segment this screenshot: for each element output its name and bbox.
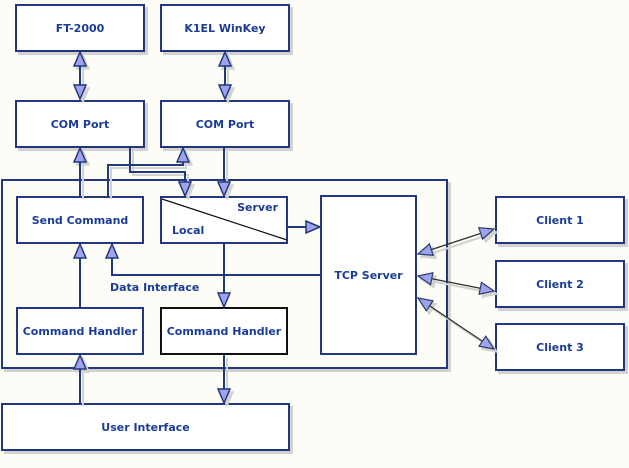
node-tcp-server: TCP Server xyxy=(320,195,417,355)
node-user-interface: User Interface xyxy=(1,403,290,451)
node-client2: Client 2 xyxy=(495,260,625,308)
node-label: Client 2 xyxy=(536,277,584,291)
node-server-local: Server Local xyxy=(160,196,288,244)
node-label: Command Handler xyxy=(166,324,282,338)
node-client3: Client 3 xyxy=(495,323,625,371)
node-command-handler-left: Command Handler xyxy=(16,307,144,355)
node-label: TCP Server xyxy=(334,268,403,282)
node-winkey: K1EL WinKey xyxy=(160,4,290,52)
node-label: Client 3 xyxy=(536,340,584,354)
edge-ft2000-comport-left xyxy=(72,50,88,101)
node-client1: Client 1 xyxy=(495,196,625,244)
node-send-command: Send Command xyxy=(16,196,144,244)
node-com-port-right: COM Port xyxy=(160,100,290,148)
node-label: Client 1 xyxy=(536,213,584,227)
node-label: COM Port xyxy=(195,117,255,131)
node-ft2000: FT-2000 xyxy=(15,4,145,52)
edge-winkey-comport-right xyxy=(217,50,233,101)
node-label: Send Command xyxy=(31,213,129,227)
node-com-port-left: COM Port xyxy=(15,100,145,148)
server-corner-label: Server xyxy=(237,201,278,214)
node-label: Command Handler xyxy=(22,324,138,338)
node-label: FT-2000 xyxy=(55,21,105,35)
node-label: User Interface xyxy=(101,420,190,434)
data-interface-label: Data Interface xyxy=(110,281,200,294)
node-command-handler-right: Command Handler xyxy=(160,307,288,355)
local-corner-label: Local xyxy=(172,224,205,237)
node-label: COM Port xyxy=(50,117,110,131)
node-label: K1EL WinKey xyxy=(184,21,266,35)
